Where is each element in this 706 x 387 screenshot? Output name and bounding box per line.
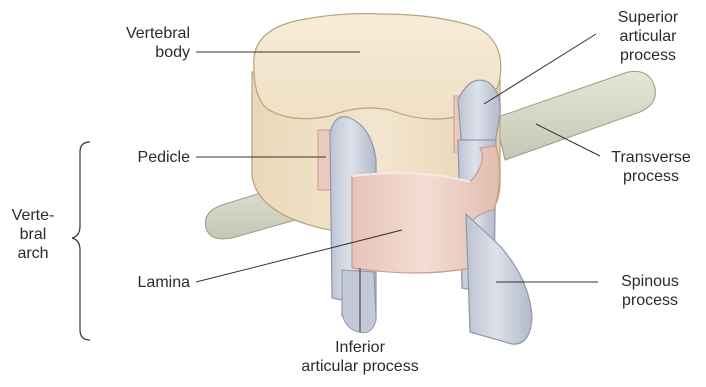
lamina-label: Lamina	[60, 273, 190, 292]
vertebral-body-label: Vertebral body	[60, 24, 190, 62]
pedicle-label: Pedicle	[60, 148, 190, 167]
transverse-process-label: Transverse process	[596, 148, 706, 186]
vertebral-arch-bracket	[72, 142, 90, 340]
inferior-articular-process-label: Inferior articular process	[270, 338, 450, 376]
vertebral-arch-label: Verte- bral arch	[0, 206, 66, 263]
right-transverse-process	[495, 71, 655, 160]
superior-articular-process-label: Superior articular process	[592, 8, 704, 65]
spinous-process	[466, 214, 532, 344]
left-inferior-articular-process	[342, 270, 376, 333]
spinous-process-label: Spinous process	[600, 272, 700, 310]
